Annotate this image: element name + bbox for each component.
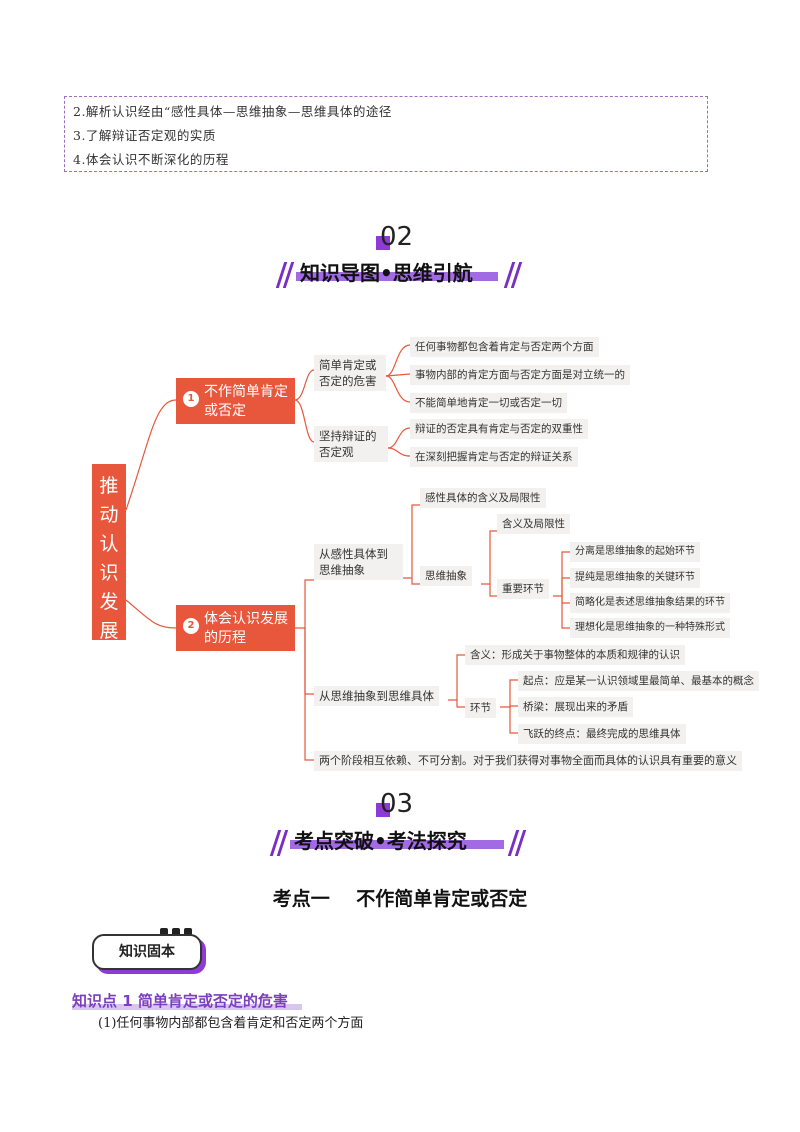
leaf-node: 理想化是思维抽象的一种特殊形式	[570, 618, 730, 638]
leaf-node: 飞跃的终点：最终完成的思维具体	[518, 724, 686, 744]
sub-node: 坚持辩证的否定观	[314, 426, 388, 462]
branch-number: 1	[183, 391, 199, 407]
leaf-node: 感性具体的含义及局限性	[420, 488, 546, 508]
title-highlight	[72, 1004, 302, 1010]
leaf-node: 事物内部的肯定方面与否定方面是对立统一的	[410, 365, 630, 385]
leaf-node: 含义及局限性	[497, 514, 570, 534]
leaf-node: 分离是思维抽象的起始环节	[570, 542, 700, 562]
badge-ring	[184, 928, 192, 938]
goal-item: 4.体会认识不断深化的历程	[73, 152, 229, 167]
goal-item: 3.了解辩证否定观的实质	[73, 128, 216, 143]
exam-point-title: 考点一 不作简单肯定或否定	[272, 888, 528, 910]
leaf-node: 在深刻把握肯定与否定的辩证关系	[410, 447, 578, 467]
section-number: 02	[380, 222, 414, 252]
branch-1-label: 不作简单肯定或否定	[204, 384, 288, 419]
section-title: 考点突破•考法探究	[294, 829, 467, 853]
section-number-accent	[376, 803, 390, 817]
leaf-node: 桥梁：展现出来的矛盾	[518, 697, 633, 717]
leaf-node: 含义：形成关于事物整体的本质和规律的认识	[465, 645, 685, 665]
badge-ring	[172, 928, 180, 938]
sub-node: 从思维抽象到思维具体	[314, 686, 439, 706]
learning-goals-box: 2.解析认识经由“感性具体—思维抽象—思维具体的途径 3.了解辩证否定观的实质 …	[64, 96, 708, 172]
knowledge-point-title: 知识点 1 简单肯定或否定的危害	[72, 992, 288, 1010]
goal-item: 2.解析认识经由“感性具体—思维抽象—思维具体的途径	[73, 104, 392, 119]
leaf-node: 简略化是表述思维抽象结果的环节	[570, 593, 730, 613]
branch-number: 2	[183, 618, 199, 634]
section-title: 知识导图•思维引航	[300, 261, 473, 285]
mindmap-root: 推动认识发展	[92, 464, 126, 642]
knowledge-badge: 知识固本	[92, 934, 202, 970]
title-highlight	[296, 272, 498, 281]
leaf-node: 起点：应是某一认识领域里最简单、最基本的概念	[518, 671, 759, 691]
leaf-node: 提纯是思维抽象的关键环节	[570, 568, 700, 588]
badge-ring	[160, 928, 168, 938]
branch-2-label: 体会认识发展的历程	[204, 611, 288, 646]
leaf-node: 重要环节	[497, 579, 549, 599]
leaf-node: 思维抽象	[420, 566, 472, 586]
section-number-accent	[376, 236, 390, 250]
leaf-node: 两个阶段相互依赖、不可分割。对于我们获得对事物全面而具体的认识具有重要的意义	[314, 751, 742, 771]
title-highlight	[290, 840, 504, 849]
branch-1-node: 1 不作简单肯定或否定	[176, 378, 295, 424]
sub-node: 从感性具体到思维抽象	[314, 544, 403, 580]
branch-2-node: 2 体会认识发展的历程	[176, 605, 295, 651]
knowledge-point-text: (1)任何事物内部都包含着肯定和否定两个方面	[98, 1016, 364, 1031]
sub-node: 简单肯定或否定的危害	[314, 355, 386, 391]
leaf-node: 辩证的否定具有肯定与否定的双重性	[410, 419, 588, 439]
mindmap-connectors	[125, 344, 570, 761]
leaf-node: 任何事物都包含着肯定与否定两个方面	[410, 337, 599, 357]
leaf-node: 环节	[465, 698, 496, 718]
leaf-node: 不能简单地肯定一切或否定一切	[410, 393, 567, 413]
section-number: 03	[380, 789, 414, 819]
